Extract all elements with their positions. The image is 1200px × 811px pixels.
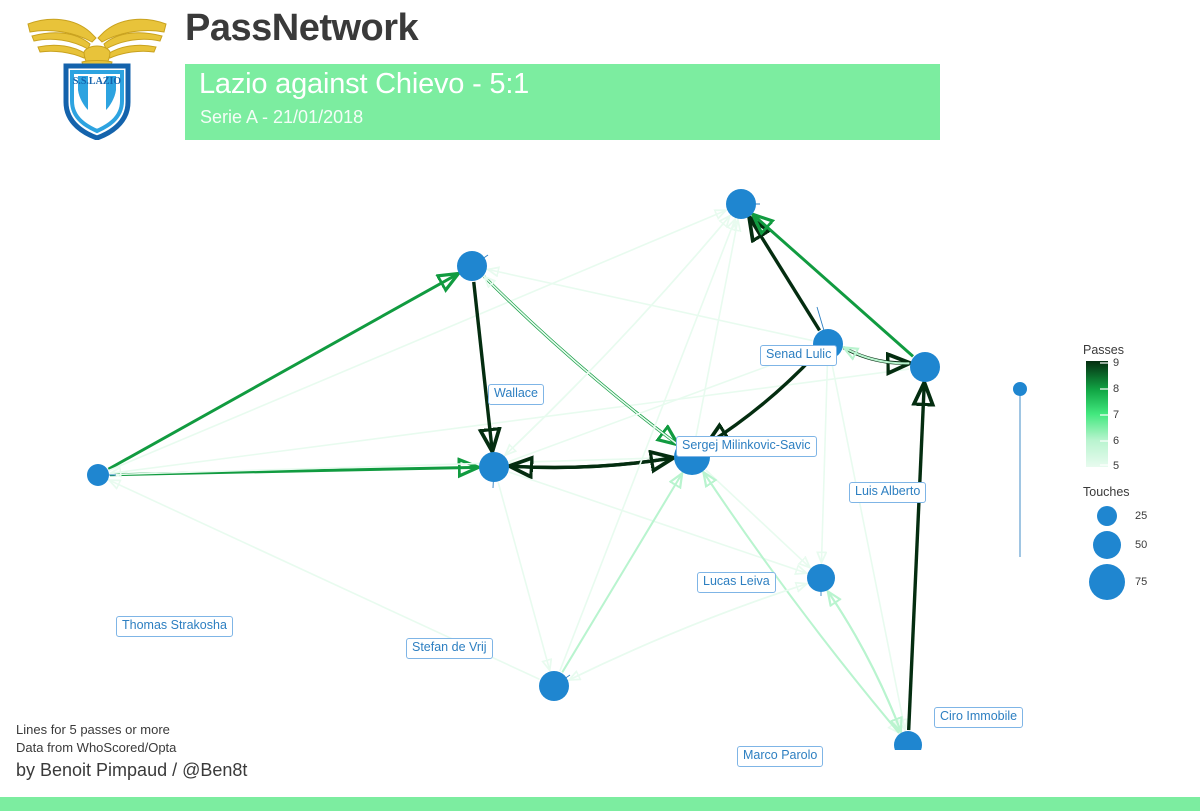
passes-tick-label: 9 <box>1113 357 1120 369</box>
competition-subtitle: Serie A - 21/01/2018 <box>200 107 364 127</box>
touches-legend-label: 25 <box>1135 510 1148 522</box>
pass-edge <box>107 274 457 471</box>
match-title-banner: Lazio against Chievo - 5:1 Serie A - 21/… <box>185 64 940 140</box>
pass-edge <box>508 471 806 573</box>
player-node[interactable] <box>87 464 109 486</box>
svg-text:S.S.LAZIO: S.S.LAZIO <box>73 76 122 87</box>
legend-passes-title: Passes <box>1083 343 1124 357</box>
nodes-layer <box>87 189 1027 750</box>
player-label[interactable]: Lucas Leiva <box>697 572 776 593</box>
player-node[interactable] <box>807 564 835 592</box>
player-label[interactable]: Luis Alberto <box>849 482 927 503</box>
pass-edge <box>561 474 681 673</box>
pass-edge <box>483 275 677 443</box>
pass-edge <box>694 221 738 439</box>
edges-layer <box>108 211 924 733</box>
player-node[interactable] <box>910 352 940 382</box>
pass-edge <box>504 216 729 456</box>
passes-tick-label: 7 <box>1113 409 1120 421</box>
network-svg <box>87 189 1027 750</box>
pass-edge <box>830 359 905 730</box>
pass-edge <box>754 215 915 358</box>
pass-edge <box>559 220 735 672</box>
player-label[interactable]: Marco Parolo <box>737 746 824 767</box>
pass-edge <box>497 482 549 669</box>
pass-edge <box>111 368 910 473</box>
touches-legend-label: 75 <box>1135 576 1148 588</box>
match-title: Lazio against Chievo - 5:1 <box>199 68 530 100</box>
pass-edge <box>828 592 903 733</box>
passes-gradient-bar <box>1086 361 1108 467</box>
touches-legend-marker <box>1097 506 1117 526</box>
player-node[interactable] <box>894 731 922 750</box>
pass-edge <box>906 384 925 731</box>
player-label[interactable]: Stefan de Vrij <box>406 638 493 659</box>
footer-credit: by Benoit Pimpaud / @Ben8t <box>16 760 248 780</box>
pass-edge <box>489 270 813 342</box>
pass-edge <box>485 277 679 446</box>
pass-edge <box>705 469 809 567</box>
pass-edge <box>827 590 901 731</box>
touches-legend-label: 50 <box>1135 539 1148 551</box>
player-label[interactable]: Ciro Immobile <box>934 707 1024 728</box>
touches-legend-marker <box>1089 564 1125 600</box>
player-node[interactable] <box>726 189 756 219</box>
player-node[interactable] <box>539 671 569 701</box>
player-node[interactable] <box>1013 382 1027 396</box>
pass-edge <box>750 218 821 332</box>
player-label[interactable]: Thomas Strakosha <box>116 616 233 637</box>
pass-edge <box>506 215 731 455</box>
pass-edge <box>568 584 806 681</box>
pass-edge <box>570 582 808 680</box>
touches-legend-marker <box>1093 531 1121 559</box>
footer-bar <box>0 797 1200 811</box>
pass-edge <box>845 348 910 365</box>
pass-edge <box>109 458 672 476</box>
passes-tick-label: 6 <box>1113 435 1120 447</box>
player-node[interactable] <box>479 452 509 482</box>
ss-lazio-crest-icon: S.S.LAZIO <box>22 6 172 141</box>
player-node[interactable] <box>457 251 487 281</box>
pass-edge <box>704 473 900 734</box>
pass-edge <box>472 281 492 450</box>
player-label[interactable]: Sergej Milinkovic-Savic <box>676 436 817 457</box>
page-title: PassNetwork <box>185 7 419 49</box>
legend-touches-title: Touches <box>1083 485 1130 499</box>
pass-edge <box>508 350 812 463</box>
pass-edge <box>108 211 725 472</box>
passes-tick-label: 5 <box>1113 460 1120 472</box>
passes-tick-label: 8 <box>1113 383 1120 395</box>
pass-edge <box>702 471 898 732</box>
pass-edge <box>511 458 674 468</box>
footer-note-threshold: Lines for 5 passes or more <box>16 722 170 737</box>
footer-note-source: Data from WhoScored/Opta <box>16 740 177 755</box>
player-label[interactable]: Wallace <box>488 384 544 405</box>
player-label[interactable]: Senad Lulic <box>760 345 838 366</box>
pass-edge <box>821 359 829 562</box>
